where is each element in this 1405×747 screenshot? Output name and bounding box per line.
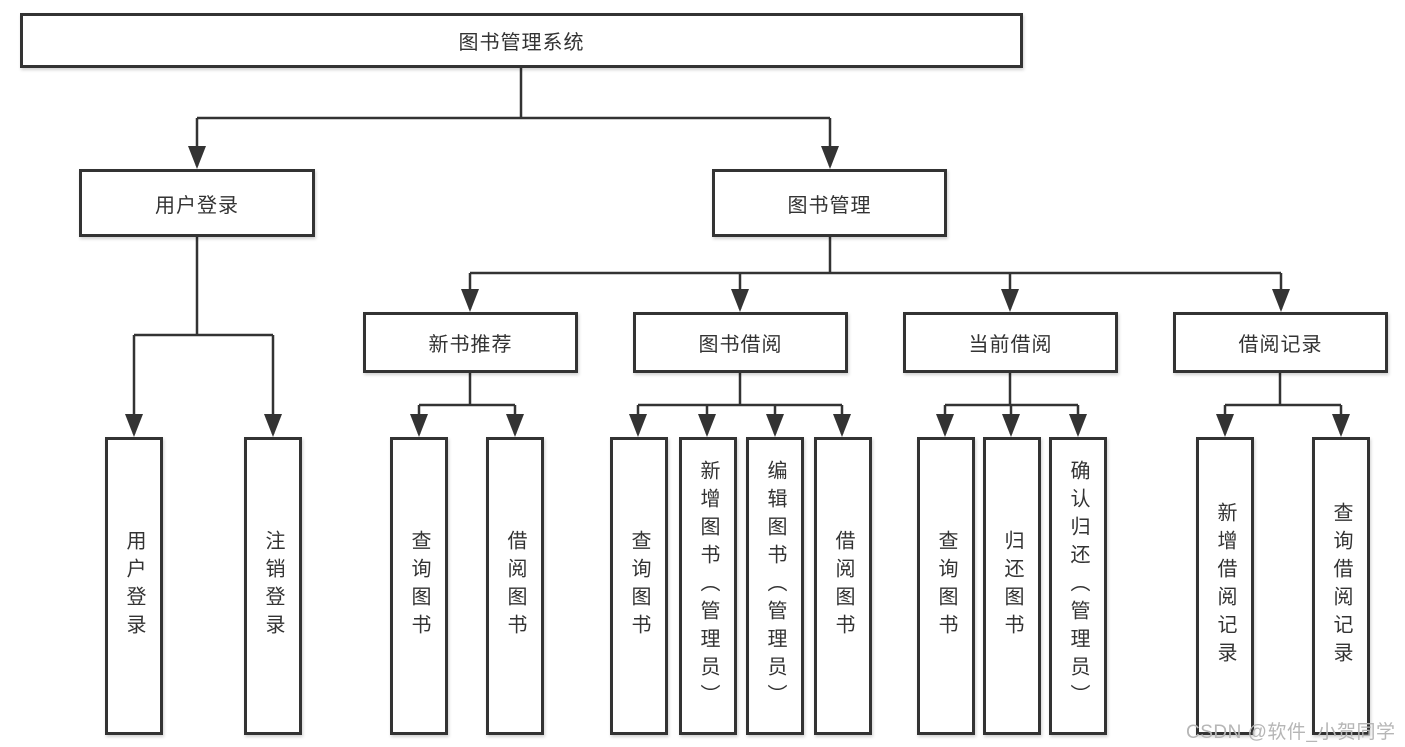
node-leaf-user-login: 用户登录 <box>105 437 163 735</box>
node-leaf-query-borrow-record: 查询借阅记录 <box>1312 437 1370 735</box>
node-leaf-return-books: 归还图书 <box>983 437 1041 735</box>
node-label: 图书管理 <box>787 194 872 217</box>
node-label: 查询图书 <box>408 530 430 642</box>
node-label: 查询图书 <box>935 530 957 642</box>
node-label: 图书借阅 <box>698 334 783 356</box>
node-leaf-confirm-return-admin: 确认归还（管理员） <box>1049 437 1107 735</box>
node-leaf-query-books-current: 查询图书 <box>917 437 975 735</box>
node-label: 用户登录 <box>123 530 145 642</box>
node-label: 新书推荐 <box>428 334 513 356</box>
watermark: CSDN @软件_小贺同学 <box>1186 722 1396 743</box>
node-leaf-logout: 注销登录 <box>244 437 302 735</box>
node-leaf-borrow-books-recommend: 借阅图书 <box>486 437 544 735</box>
node-label: 用户登录 <box>155 194 239 217</box>
node-label: 借阅图书 <box>504 530 526 642</box>
node-borrowing-records: 借阅记录 <box>1173 312 1388 373</box>
node-label: 查询图书 <box>628 530 650 642</box>
node-label: 图书管理系统 <box>458 32 585 54</box>
node-user-login: 用户登录 <box>79 169 315 237</box>
node-leaf-query-books-borrowing: 查询图书 <box>610 437 668 735</box>
node-label: 新增借阅记录 <box>1214 502 1236 670</box>
node-book-management: 图书管理 <box>712 169 947 237</box>
node-label: 查询借阅记录 <box>1330 502 1352 670</box>
connector-stems <box>132 68 1343 434</box>
node-leaf-add-books-admin: 新增图书（管理员） <box>679 437 737 735</box>
node-book-borrowing: 图书借阅 <box>633 312 848 373</box>
node-label: 当前借阅 <box>968 334 1053 356</box>
node-label: 编辑图书（管理员） <box>764 460 786 712</box>
node-label: 新增图书（管理员） <box>697 460 719 712</box>
node-new-book-recommendation: 新书推荐 <box>363 312 578 373</box>
node-label: 借阅图书 <box>832 530 854 642</box>
node-leaf-add-borrow-record: 新增借阅记录 <box>1196 437 1254 735</box>
node-library-management-system: 图书管理系统 <box>20 13 1023 68</box>
node-leaf-edit-books-admin: 编辑图书（管理员） <box>746 437 804 735</box>
node-label: 注销登录 <box>262 530 284 642</box>
node-leaf-query-books-recommend: 查询图书 <box>390 437 448 735</box>
node-current-borrowing: 当前借阅 <box>903 312 1118 373</box>
node-label: 归还图书 <box>1001 530 1023 642</box>
node-leaf-borrow-books-borrowing: 借阅图书 <box>814 437 872 735</box>
node-label: 借阅记录 <box>1238 334 1323 356</box>
node-label: 确认归还（管理员） <box>1067 460 1089 712</box>
